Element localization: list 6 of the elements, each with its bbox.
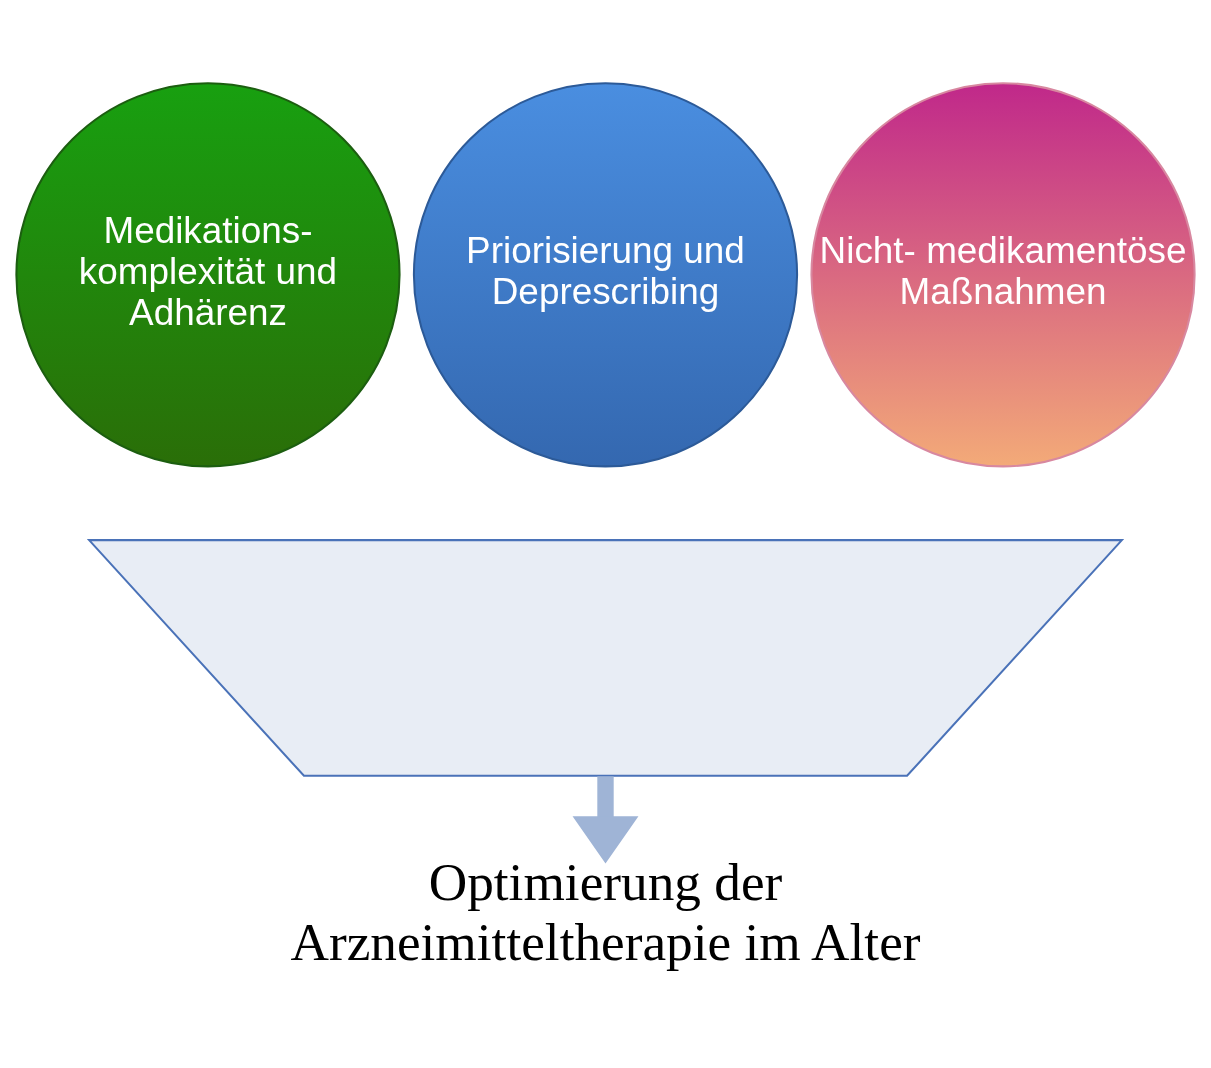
node-circle: Medikations- komplexität und Adhärenz xyxy=(15,82,401,468)
node-text: Optimierung der Arzneimitteltherapie im Alter xyxy=(290,853,921,972)
node-circle: Nicht- medikamentöse Maßnahmen xyxy=(810,82,1196,468)
arrow xyxy=(572,776,639,864)
node-circle: Priorisierung und Deprescribing xyxy=(412,82,799,468)
node-funnel xyxy=(86,539,1125,777)
